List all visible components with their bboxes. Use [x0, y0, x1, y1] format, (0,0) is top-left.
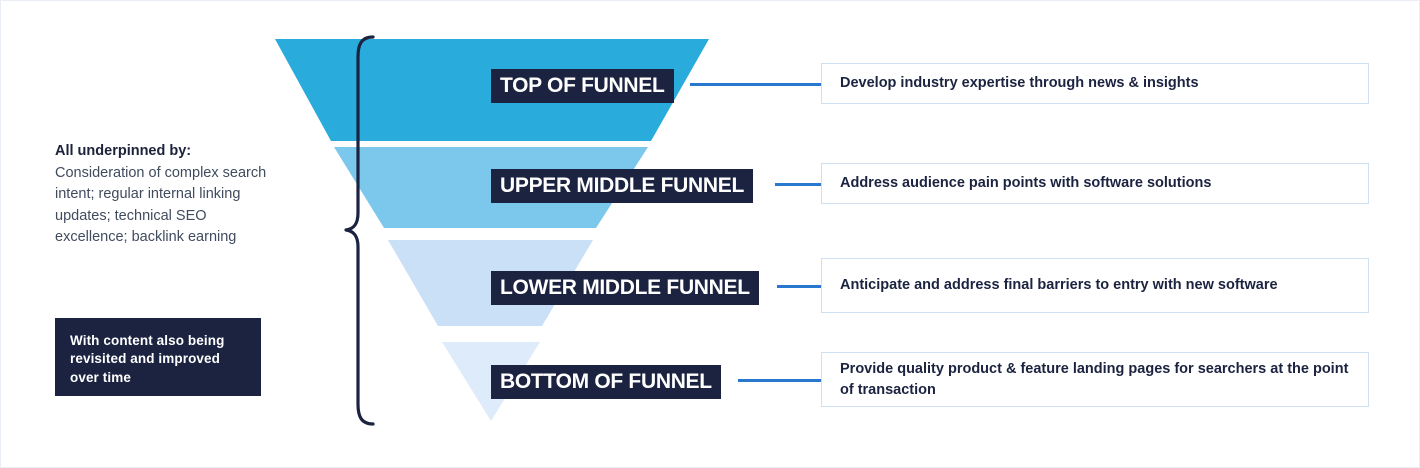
underpinned-heading: All underpinned by: [55, 143, 192, 159]
navy-note-box: With content also being revisited and im… [55, 318, 261, 396]
stage-label-top-of-funnel[interactable]: TOP OF FUNNEL [491, 69, 674, 103]
stage-label-bottom-of-funnel[interactable]: BOTTOM OF FUNNEL [491, 365, 721, 399]
underpinned-block: All underpinned by: Consideration of com… [55, 141, 295, 248]
curly-brace-icon [344, 35, 375, 426]
connector-line-2 [775, 183, 823, 186]
underpinned-body: Consideration of complex search intent; … [55, 165, 267, 245]
description-box-upper-middle-funnel[interactable]: Address audience pain points with softwa… [821, 163, 1369, 204]
connector-line-3 [777, 285, 823, 288]
description-box-lower-middle-funnel[interactable]: Anticipate and address final barriers to… [821, 258, 1369, 313]
connector-line-4 [738, 379, 823, 382]
description-text: Address audience pain points with softwa… [840, 175, 1212, 192]
description-text: Provide quality product & feature landin… [840, 360, 1349, 398]
description-box-bottom-of-funnel[interactable]: Provide quality product & feature landin… [821, 352, 1369, 407]
navy-note-text: With content also being revisited and im… [70, 333, 225, 385]
description-text: Develop industry expertise through news … [840, 75, 1199, 92]
stage-label-lower-middle-funnel[interactable]: LOWER MIDDLE FUNNEL [491, 271, 759, 305]
connector-line-1 [690, 83, 823, 86]
description-text: Anticipate and address final barriers to… [840, 277, 1278, 294]
stage-label-upper-middle-funnel[interactable]: UPPER MIDDLE FUNNEL [491, 169, 753, 203]
description-box-top-of-funnel[interactable]: Develop industry expertise through news … [821, 63, 1369, 104]
